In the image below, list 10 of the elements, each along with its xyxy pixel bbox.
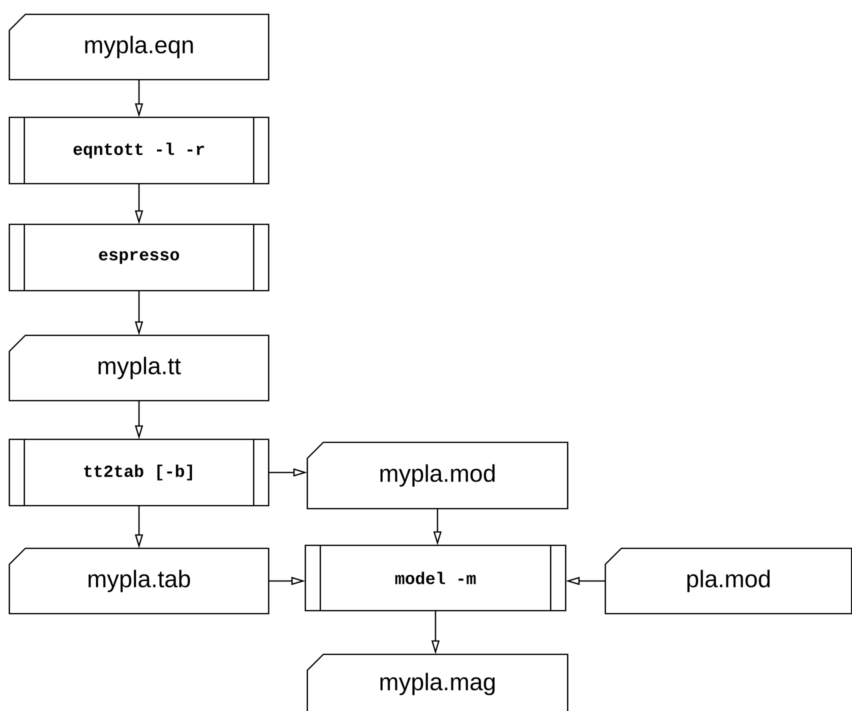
process-box: eqntott -l -r [8,116,270,184]
file-box: mypla.eqn [8,14,270,80]
process-box: tt2tab [-b] [8,438,270,506]
process-box: espresso [8,224,270,292]
file-box: mypla.mag [306,654,568,711]
file-box: mypla.tab [8,548,270,614]
file-box: mypla.tt [8,334,270,402]
process-box: model -m [304,544,566,612]
file-box: pla.mod [604,548,852,614]
file-box: mypla.mod [306,442,568,510]
